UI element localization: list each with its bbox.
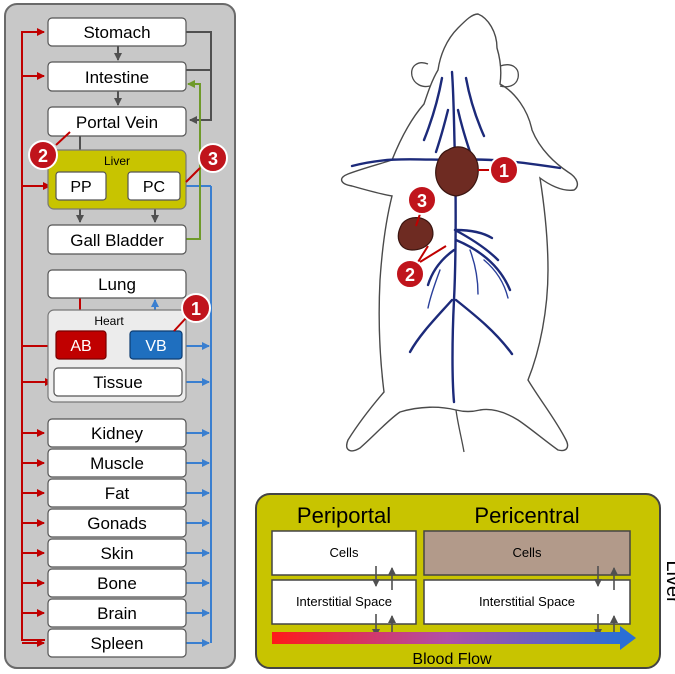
svg-text:Spleen: Spleen <box>91 634 144 653</box>
heart-organ <box>435 146 479 197</box>
heart-compartment: Heart AB VB Tissue <box>47 309 187 403</box>
periportal-heading: Periportal <box>297 503 391 528</box>
svg-text:Interstitial Space: Interstitial Space <box>479 594 575 609</box>
organ-gonads: Gonads <box>47 508 187 538</box>
pericentral-heading: Pericentral <box>474 503 579 528</box>
svg-text:Skin: Skin <box>100 544 133 563</box>
liver-label: Liver <box>104 154 130 168</box>
pericentral-interstitial: Interstitial Space <box>423 579 631 625</box>
organ-tissue: Tissue <box>53 367 183 397</box>
marker-3-pbpk: 3 <box>198 143 228 173</box>
heart-label: Heart <box>94 314 124 328</box>
liver-compartment: Liver PP PC <box>47 149 187 210</box>
blood-flow-arrow <box>272 626 636 650</box>
svg-text:Interstitial Space: Interstitial Space <box>296 594 392 609</box>
organ-portal-vein: Portal Vein <box>47 106 187 137</box>
svg-text:PC: PC <box>143 179 165 196</box>
rat-illustration: 1 3 2 <box>341 13 579 453</box>
organ-label: Stomach <box>83 23 150 42</box>
organ-intestine: Intestine <box>47 61 187 92</box>
svg-text:Lung: Lung <box>98 275 136 294</box>
svg-text:Gonads: Gonads <box>87 514 147 533</box>
organ-muscle: Muscle <box>47 448 187 478</box>
svg-text:Fat: Fat <box>105 484 130 503</box>
svg-text:Kidney: Kidney <box>91 424 143 443</box>
svg-text:1: 1 <box>499 161 509 181</box>
organ-spleen: Spleen <box>47 628 187 658</box>
svg-text:AB: AB <box>70 338 91 355</box>
periportal-cells: Cells <box>271 530 417 576</box>
liver-side-label: Liver <box>662 560 675 604</box>
marker-3-rat: 3 <box>407 185 437 215</box>
svg-text:2: 2 <box>38 146 48 166</box>
organ-list: Kidney Muscle Fat Gonads Skin Bone Brain… <box>47 418 187 658</box>
liver-pp: PP <box>55 171 107 201</box>
liver-zone-panel: Periportal Pericentral Cells Interstitia… <box>255 493 661 669</box>
svg-text:VB: VB <box>145 338 166 355</box>
organ-bone: Bone <box>47 568 187 598</box>
svg-text:2: 2 <box>405 265 415 285</box>
svg-text:3: 3 <box>417 191 427 211</box>
svg-text:Bone: Bone <box>97 574 137 593</box>
marker-1-rat: 1 <box>489 155 519 185</box>
marker-2-pbpk: 2 <box>28 140 58 170</box>
svg-text:Gall Bladder: Gall Bladder <box>70 231 164 250</box>
marker-2-rat: 2 <box>395 259 425 289</box>
svg-text:Brain: Brain <box>97 604 137 623</box>
organ-kidney: Kidney <box>47 418 187 448</box>
periportal-interstitial: Interstitial Space <box>271 579 417 625</box>
organ-gall-bladder: Gall Bladder <box>47 224 187 255</box>
pericentral-cells: Cells <box>423 530 631 576</box>
svg-text:1: 1 <box>191 299 201 319</box>
organ-fat: Fat <box>47 478 187 508</box>
organ-stomach: Stomach <box>47 17 187 47</box>
organ-lung: Lung <box>47 269 187 299</box>
blood-flow-label: Blood Flow <box>412 651 492 668</box>
svg-text:Cells: Cells <box>330 545 359 560</box>
liver-organ <box>397 217 434 251</box>
organ-brain: Brain <box>47 598 187 628</box>
heart-vb: VB <box>129 330 183 360</box>
pbpk-panel: Stomach Intestine Portal Vein Liver PP P… <box>4 3 236 669</box>
svg-text:PP: PP <box>70 179 91 196</box>
organ-label: Portal Vein <box>76 113 158 132</box>
heart-ab: AB <box>55 330 107 360</box>
svg-text:Tissue: Tissue <box>93 373 142 392</box>
organ-label: Intestine <box>85 68 149 87</box>
marker-1-pbpk: 1 <box>181 293 211 323</box>
svg-text:3: 3 <box>208 149 218 169</box>
organ-skin: Skin <box>47 538 187 568</box>
svg-text:Cells: Cells <box>513 545 542 560</box>
svg-text:Muscle: Muscle <box>90 454 144 473</box>
liver-pc: PC <box>127 171 181 201</box>
